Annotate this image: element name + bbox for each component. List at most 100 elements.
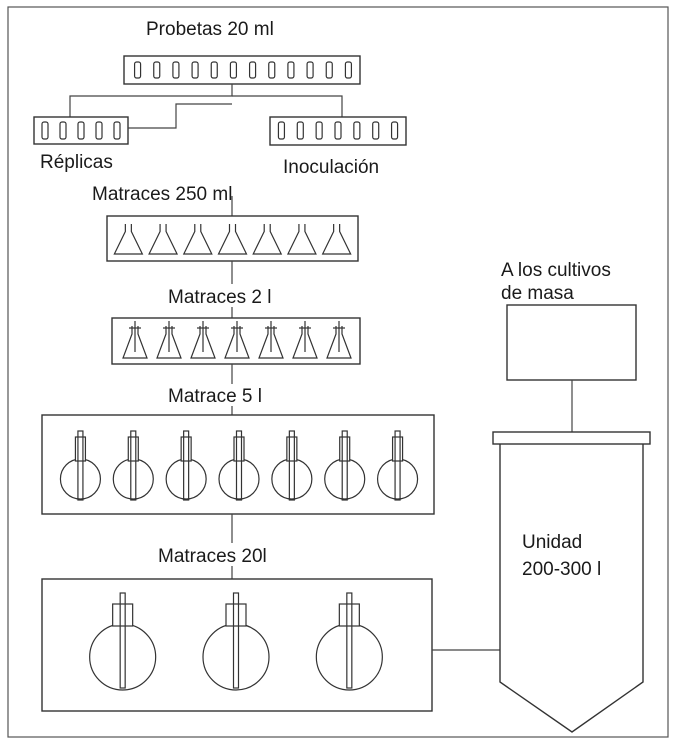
label-cultivos-line2: de masa	[501, 283, 574, 304]
flask-tube	[288, 430, 295, 501]
connector-replicas-link	[128, 103, 232, 129]
test-tube	[153, 61, 161, 79]
test-tube	[41, 121, 49, 140]
flask-tube	[130, 430, 137, 501]
matraces2-flasks	[122, 321, 352, 359]
box-matraces20	[41, 578, 433, 712]
test-tube	[113, 121, 121, 140]
erlenmeyer-flask-stoppered	[292, 326, 318, 359]
test-tube	[315, 121, 323, 140]
flask-tube	[183, 430, 190, 501]
test-tube	[77, 121, 85, 140]
box-probetas	[123, 55, 361, 85]
test-tube	[229, 61, 238, 79]
box-matrace5	[41, 414, 435, 515]
round-bottom-flask-large	[202, 623, 270, 691]
label-matrace5: Matrace 5 l	[168, 386, 262, 407]
test-tube	[287, 61, 295, 79]
test-tube	[296, 121, 304, 140]
probetas-tubes	[133, 61, 353, 79]
label-unidad-line2: 200-300 l	[522, 559, 601, 580]
round-bottom-flask-large	[89, 623, 157, 691]
round-bottom-flask	[59, 458, 102, 500]
erlenmeyer-flask-stoppered	[224, 326, 250, 359]
test-tube	[334, 121, 342, 140]
test-tube	[277, 121, 286, 140]
round-bottom-flask	[271, 458, 313, 500]
box-cultivos-masa	[506, 304, 637, 381]
unidad-rim	[492, 431, 651, 445]
box-matraces2	[111, 317, 361, 365]
label-matraces250: Matraces 250 ml	[92, 184, 232, 205]
test-tube	[191, 61, 199, 79]
flask-neck	[338, 603, 360, 627]
erlenmeyer-flask	[252, 224, 283, 255]
erlenmeyer-flask-stoppered	[156, 326, 182, 359]
label-probetas: Probetas 20 ml	[146, 19, 274, 40]
test-tube	[344, 61, 353, 79]
test-tube	[306, 61, 314, 79]
flask-neck	[339, 436, 351, 462]
erlenmeyer-flask	[182, 224, 213, 255]
connector-probetas-to-replicas	[69, 84, 233, 117]
round-bottom-flask-large	[315, 623, 383, 691]
erlenmeyer-flask-stoppered	[258, 326, 284, 359]
flask-neck	[112, 603, 134, 627]
label-inoculacion: Inoculación	[283, 157, 379, 178]
flask-neck	[127, 436, 139, 462]
flask-neck	[225, 603, 247, 627]
flask-neck	[286, 436, 298, 462]
erlenmeyer-flask	[321, 224, 352, 255]
matraces250-flasks	[113, 224, 352, 255]
flask-tube	[394, 430, 401, 501]
erlenmeyer-flask-stoppered	[190, 326, 216, 359]
box-inoculacion	[269, 116, 407, 146]
flask-neck	[180, 436, 192, 462]
test-tube	[353, 121, 361, 140]
replicas-tubes	[41, 121, 121, 140]
round-bottom-flask	[376, 458, 419, 500]
connector-probetas-to-inoculacion	[232, 95, 343, 117]
matrace5-flasks	[59, 430, 419, 501]
erlenmeyer-flask	[148, 224, 179, 255]
label-matraces20: Matraces 20l	[158, 546, 267, 567]
test-tube	[248, 61, 257, 79]
inoculacion-tubes	[277, 121, 399, 140]
flask-neck	[391, 436, 404, 462]
round-bottom-flask	[165, 458, 207, 500]
test-tube	[325, 61, 333, 79]
flask-tube	[346, 592, 353, 689]
round-bottom-flask	[324, 458, 366, 500]
test-tube	[172, 61, 180, 79]
flask-neck	[74, 436, 87, 462]
erlenmeyer-flask	[113, 224, 144, 255]
erlenmeyer-flask	[217, 224, 248, 255]
round-bottom-flask	[218, 458, 260, 500]
test-tube	[59, 121, 67, 140]
flask-tube	[235, 430, 243, 501]
test-tube	[210, 61, 218, 79]
erlenmeyer-flask-stoppered	[122, 326, 148, 359]
label-cultivos-line1: A los cultivos	[501, 260, 611, 281]
test-tube	[390, 121, 399, 140]
label-matraces2: Matraces 2 l	[168, 287, 271, 308]
flask-neck	[233, 436, 245, 462]
box-replicas	[33, 116, 129, 145]
flask-tube	[232, 592, 240, 689]
test-tube	[268, 61, 276, 79]
flask-tube	[119, 592, 126, 689]
outer-frame	[7, 6, 669, 738]
erlenmeyer-flask-stoppered	[326, 326, 352, 359]
erlenmeyer-flask	[286, 224, 317, 255]
test-tube	[95, 121, 103, 140]
label-replicas: Réplicas	[40, 152, 113, 173]
round-bottom-flask	[112, 458, 154, 500]
unidad-tank	[499, 444, 644, 733]
flask-tube	[341, 430, 348, 501]
flask-tube	[77, 430, 84, 501]
label-unidad-line1: Unidad	[522, 532, 582, 553]
test-tube	[133, 61, 142, 79]
matraces20-flasks	[89, 592, 383, 691]
test-tube	[372, 121, 380, 140]
